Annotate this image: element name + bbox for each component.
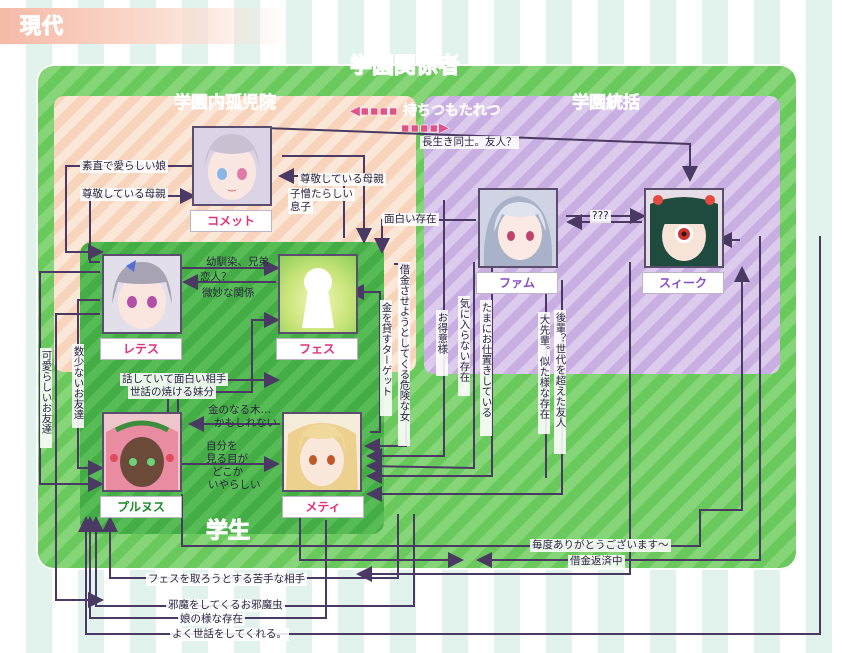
rel-customer: お得意様 (436, 310, 449, 376)
rel-repaying: 借金返済中 (568, 555, 625, 569)
rel-honest-cute-daughter: 素直で愛らしい娘 (80, 160, 168, 174)
rel-fun-to-talk: 話していて面白い相手 (120, 373, 229, 387)
portrait-meti[interactable] (282, 412, 362, 492)
rel-unreliable-son-2: 息子 (288, 201, 313, 215)
rel-respected-mother-left: 尊敬している母親 (80, 188, 168, 202)
rel-punishes: たまにお仕置きしている (480, 300, 493, 436)
rel-senior-1: 後輩？世代を超えた友人 (554, 310, 567, 454)
rel-looks-2: 見る目が (206, 453, 248, 465)
name-sweek: スィーク (642, 272, 724, 294)
rel-money-tree-1: 金のなる木… (208, 404, 271, 416)
zone-title-school-staff: 学園関係者 (349, 54, 460, 80)
double-arrow-right-icon: ▪▪▪▪▶ (400, 120, 450, 137)
portrait-comet[interactable] (192, 126, 272, 206)
era-label: 現代 (20, 14, 64, 39)
name-farm: ファム (476, 272, 558, 294)
rel-dangerous-woman: 借金させようとしてくる危険な女 (398, 262, 411, 446)
portrait-retesu[interactable] (102, 254, 182, 334)
rel-money-tree-2: かもしれない (214, 417, 277, 429)
mutual-relation-text: 持ちつもたれつ (402, 103, 501, 120)
farm-face-icon (480, 190, 556, 266)
rel-looks-1: 自分を (206, 440, 238, 452)
rel-cute-friend: 可愛らしいお友達 (40, 348, 53, 448)
name-retesu: レテス (100, 338, 182, 360)
rel-long-lived-friends: 長生き同士。友人？ (420, 136, 519, 150)
rel-interesting-presence: 面白い存在 (382, 213, 439, 227)
rel-childhood-friend-1: 幼馴染、兄弟 (206, 256, 269, 268)
zone-title-orphanage: 学園内孤児院 (174, 93, 277, 114)
rel-respected-mother-right: 尊敬している母親 (298, 173, 386, 187)
name-meti: メティ (282, 496, 364, 518)
sweek-face-icon (646, 190, 722, 266)
rel-looks-3: どこか (212, 466, 244, 478)
keyhole-silhouette-icon (302, 268, 334, 328)
rel-tough-rival: フェスを取ろうとする苦手な相手 (146, 573, 308, 587)
rel-like-daughter: 娘の様な存在 (178, 613, 245, 627)
portrait-sweek[interactable] (644, 188, 724, 268)
comet-face-icon (194, 128, 270, 204)
rel-unreliable-son-1: 子憎たらしい (288, 188, 355, 202)
rel-few-friends: 数少ないお友達 (72, 344, 85, 428)
meti-face-icon (284, 414, 360, 490)
era-banner (0, 8, 290, 44)
name-purunusu: プルヌス (100, 496, 182, 518)
rel-takes-care: よく世話をしてくれる。 (170, 628, 289, 642)
mutual-relation-label: ◀▪▪▪▪ 持ちつもたれつ ▪▪▪▪▶ (330, 100, 520, 137)
rel-childhood-friend-3: 微妙な関係 (202, 287, 255, 299)
rel-money-target: 金を貸すターゲット (380, 300, 393, 416)
portrait-farm[interactable] (478, 188, 558, 268)
rel-thanks: 毎度ありがとうございます〜 (530, 539, 671, 553)
rel-childhood-friend-2: 恋人？ (200, 271, 232, 283)
zone-title-supervisor: 学園統括 (572, 93, 641, 114)
portrait-fesu[interactable] (278, 254, 358, 334)
double-arrow-left-icon: ◀▪▪▪▪ (349, 103, 399, 120)
rel-looks-4: いやらしい (208, 479, 261, 491)
rel-pest: 邪魔をしてくるお邪魔虫 (166, 599, 285, 613)
rel-dislikes: 気に入らない存在 (458, 296, 471, 396)
portrait-purunusu[interactable] (102, 412, 182, 492)
rel-caring-sister: 世話の焼ける妹分 (128, 386, 216, 400)
zone-title-students: 学生 (205, 519, 250, 545)
rel-senior-2: 大先輩。似た様な存在 (538, 312, 551, 434)
retesu-face-icon (104, 256, 180, 332)
rel-unknown: ??? (590, 210, 611, 224)
name-fesu: フェス (276, 338, 358, 360)
name-comet: コメット (190, 210, 272, 232)
purunusu-face-icon (104, 414, 180, 490)
